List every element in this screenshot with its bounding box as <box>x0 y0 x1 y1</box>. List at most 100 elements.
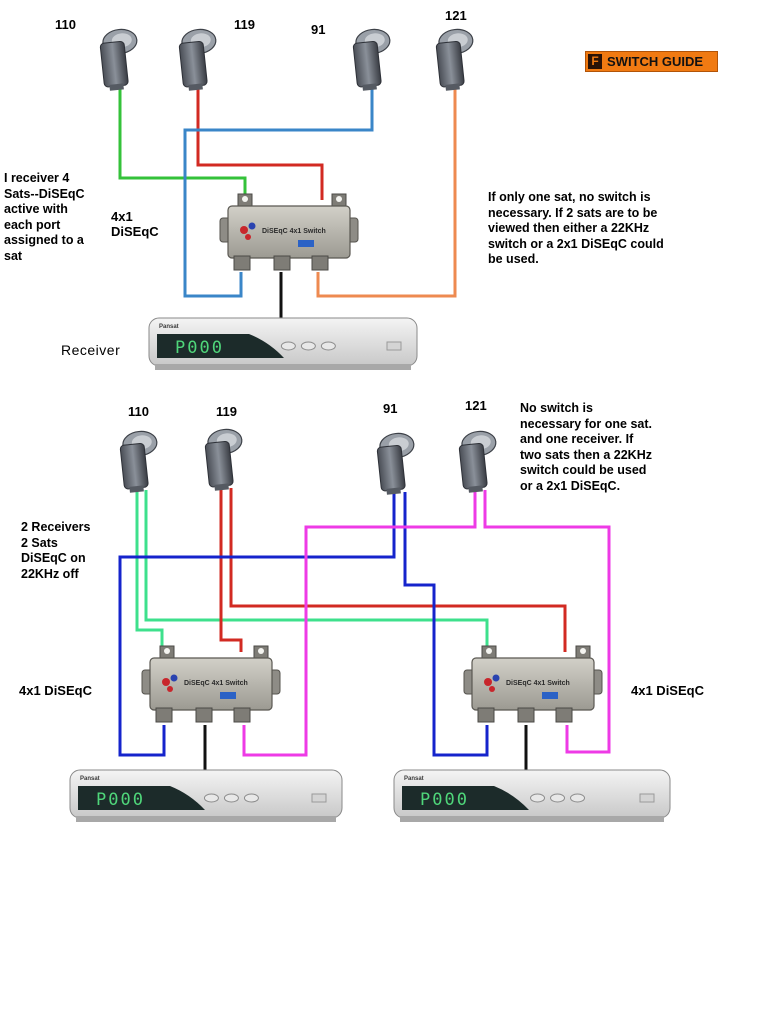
top-note-right: If only one sat, no switch is necessary.… <box>488 190 664 266</box>
wire-bottom-91-blue-b <box>403 492 489 757</box>
lnb-top-121 <box>435 28 474 91</box>
wire-bottom-121-magenta-a <box>242 490 477 757</box>
switch-port-pin <box>242 196 248 202</box>
receiver-button <box>570 793 586 803</box>
lnb-body <box>435 40 465 88</box>
receiver-bottom-left: P000 Pansat <box>69 769 343 822</box>
badge-text: SWITCH GUIDE <box>607 54 704 69</box>
receiver-badge <box>386 341 402 351</box>
switch-port-bottom <box>195 707 213 723</box>
receiver-badge <box>311 793 327 803</box>
switch-port-bottom <box>155 707 173 723</box>
receiver-button <box>203 793 219 803</box>
switch-port-bottom <box>555 707 573 723</box>
receiver-button <box>550 793 566 803</box>
switch-port-pin <box>336 196 342 202</box>
wire-top-121-orange <box>316 88 457 298</box>
switch-logo-red <box>484 678 492 686</box>
switch-port-bottom <box>273 255 291 271</box>
lnb-body <box>99 40 129 88</box>
wire-bottom-119-red-a <box>219 488 243 652</box>
wires <box>118 88 611 773</box>
receiver-button <box>223 793 239 803</box>
switch-port-bottom <box>233 707 251 723</box>
switch-port-bottom <box>517 707 535 723</box>
receiver-display-text: P000 <box>96 790 145 810</box>
switch-text: DiSEqC 4x1 Switch <box>262 228 326 235</box>
switch-logo-blue <box>492 674 500 682</box>
wire-bottom-110-mint-b <box>144 490 489 652</box>
receiver-base <box>400 816 664 822</box>
receiver-top: P000 Pansat <box>148 317 418 370</box>
lnb-body <box>352 40 382 88</box>
wire-bottom-121-magenta-b <box>483 490 611 754</box>
receiver-button <box>530 793 546 803</box>
top-note-left: I receiver 4 Sats--DiSEqC active with ea… <box>4 171 85 263</box>
receiver-display-panel <box>78 786 205 810</box>
switch-port-pin <box>486 648 492 654</box>
top-sat-label-119: 119 <box>234 17 255 32</box>
bottom-switch-label-left: 4x1 DiSEqC <box>19 683 92 698</box>
lnb-connector <box>188 83 203 91</box>
lnb-connector <box>468 485 483 493</box>
wire-bottom-91-blue-a <box>118 492 396 757</box>
bottom-sat-label-119: 119 <box>216 404 237 419</box>
receiver-display-panel <box>402 786 529 810</box>
top-sat-label-91: 91 <box>311 22 326 37</box>
switch-port-pin <box>258 648 264 654</box>
receiver-brand: Pansat <box>159 324 179 330</box>
brand-f-icon: F <box>588 54 602 69</box>
lnb-body <box>458 442 488 490</box>
receiver-base <box>76 816 336 822</box>
switch-logo-red <box>162 678 170 686</box>
switch-logo-blue <box>248 222 256 230</box>
lnb-connector <box>109 83 124 91</box>
switch-logo-red2 <box>245 234 251 240</box>
wire-bottom-119-red-b <box>229 488 567 652</box>
lnb-top-119 <box>178 28 217 91</box>
lnb-connector <box>214 483 229 491</box>
top-sat-label-110: 110 <box>55 17 76 32</box>
switch-led-panel <box>298 240 314 247</box>
lnb-connector <box>129 485 144 493</box>
switch-guide-badge[interactable]: F SWITCH GUIDE <box>585 51 718 72</box>
lnb-connector <box>362 83 377 91</box>
switch-logo-blue <box>170 674 178 682</box>
bottom-sat-label-110: 110 <box>128 404 149 419</box>
switch-text: DiSEqC 4x1 Switch <box>184 680 248 687</box>
lnb-bottom-121 <box>458 430 497 493</box>
switch-logo-red <box>240 226 248 234</box>
switch-led-panel <box>220 692 236 699</box>
switch-port-pin <box>580 648 586 654</box>
switch-port-bottom <box>477 707 495 723</box>
wire-bottom-110-mint-a <box>135 490 164 652</box>
receiver-badge <box>639 793 655 803</box>
receiver-display-text: P000 <box>175 338 224 358</box>
switch-port-bottom <box>311 255 329 271</box>
switch-led-panel <box>542 692 558 699</box>
receiver-label: Receiver <box>61 342 121 358</box>
switch-logo-red2 <box>167 686 173 692</box>
lnb-bottom-91 <box>376 432 415 495</box>
receiver-brand: Pansat <box>80 776 100 782</box>
receiver-base <box>155 364 411 370</box>
lnb-body <box>178 40 208 88</box>
bottom-switch-label-right: 4x1 DiSEqC <box>631 683 704 698</box>
receiver-button <box>280 341 296 351</box>
lnb-body <box>376 444 406 492</box>
receiver-button <box>320 341 336 351</box>
bottom-note-right: No switch is necessary for one sat. and … <box>520 401 653 493</box>
top-sat-label-121: 121 <box>445 8 467 23</box>
bottom-sat-label-121: 121 <box>465 398 487 413</box>
switch-bottom-right: DiSEqC 4x1 Switch <box>463 645 603 723</box>
lnb-body <box>204 440 234 488</box>
lnb-body <box>119 442 149 490</box>
switch-bottom-left: DiSEqC 4x1 Switch <box>141 645 281 723</box>
receiver-display-text: P000 <box>420 790 469 810</box>
wire-top-119-red <box>196 88 324 200</box>
receiver-bottom-right: P000 Pansat <box>393 769 671 822</box>
receiver-button <box>300 341 316 351</box>
receiver-brand: Pansat <box>404 776 424 782</box>
lnb-top-91 <box>352 28 391 91</box>
